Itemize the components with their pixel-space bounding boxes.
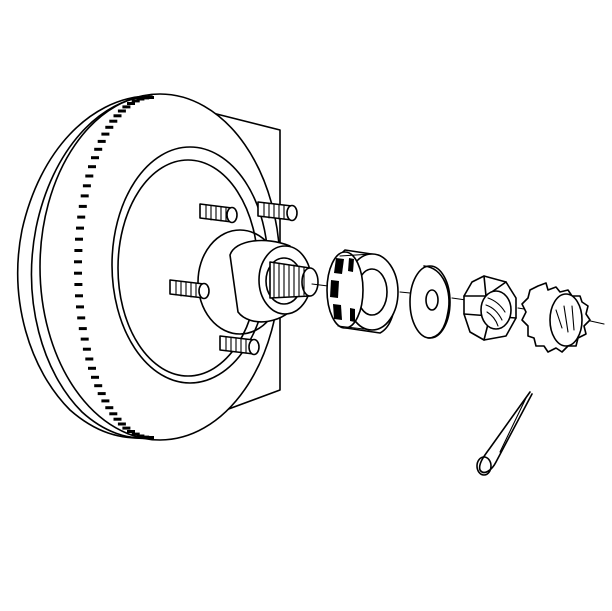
vent-slot (91, 156, 99, 160)
vent-slot (97, 392, 106, 396)
vent-slot (109, 412, 118, 416)
vent-slot (117, 422, 126, 426)
wheel-stud-upper-left (199, 203, 238, 224)
vent-slot (101, 132, 110, 136)
nut-retainer (521, 282, 591, 353)
vent-slot (78, 327, 87, 331)
vent-slot (122, 426, 131, 430)
vent-slot (74, 249, 83, 252)
brake-rotor (16, 93, 283, 441)
vent-slot (105, 406, 114, 410)
outer-roller-bearing (326, 249, 399, 334)
vent-slot (82, 347, 91, 351)
vent-slot (75, 294, 83, 298)
vent-slot (74, 271, 82, 275)
vent-slot (117, 109, 126, 113)
vent-slot (76, 305, 84, 309)
vent-slot (101, 399, 110, 403)
vent-slot (113, 114, 122, 118)
vent-slot (113, 417, 122, 421)
vent-slot (80, 194, 89, 198)
vent-slot (97, 139, 106, 143)
vent-slot (146, 436, 154, 439)
vent-slot (122, 105, 131, 109)
vent-slot (76, 226, 84, 230)
washer (409, 265, 451, 339)
vent-slot (85, 174, 94, 178)
vent-slot (127, 430, 135, 433)
vent-slot (82, 184, 91, 188)
vent-slot (88, 165, 96, 169)
vent-slot (94, 147, 103, 151)
rotor-vent-slots (74, 96, 154, 439)
wheel-stud-lower (219, 335, 260, 356)
vent-slot (78, 204, 87, 208)
vent-slot (85, 357, 94, 361)
wheel-stud-left (169, 279, 210, 300)
vent-slot (94, 384, 103, 388)
cotter-pin (476, 391, 533, 476)
assembly-centerline (311, 283, 605, 325)
vent-slot (105, 125, 114, 129)
vent-slot (80, 337, 89, 341)
vent-slot (88, 366, 96, 370)
vent-slot (91, 375, 99, 379)
vent-slot (75, 237, 83, 241)
vent-slot (109, 119, 118, 123)
spindle-hex-nut (463, 275, 517, 341)
vent-slot (77, 316, 86, 320)
vent-slot (74, 283, 83, 286)
vent-slot (131, 99, 140, 103)
wheel-stud-upper-right (257, 201, 298, 222)
vent-slot (127, 102, 135, 105)
vent-slot (74, 260, 82, 264)
vent-slot (77, 215, 86, 219)
hub-spindle (229, 239, 319, 323)
